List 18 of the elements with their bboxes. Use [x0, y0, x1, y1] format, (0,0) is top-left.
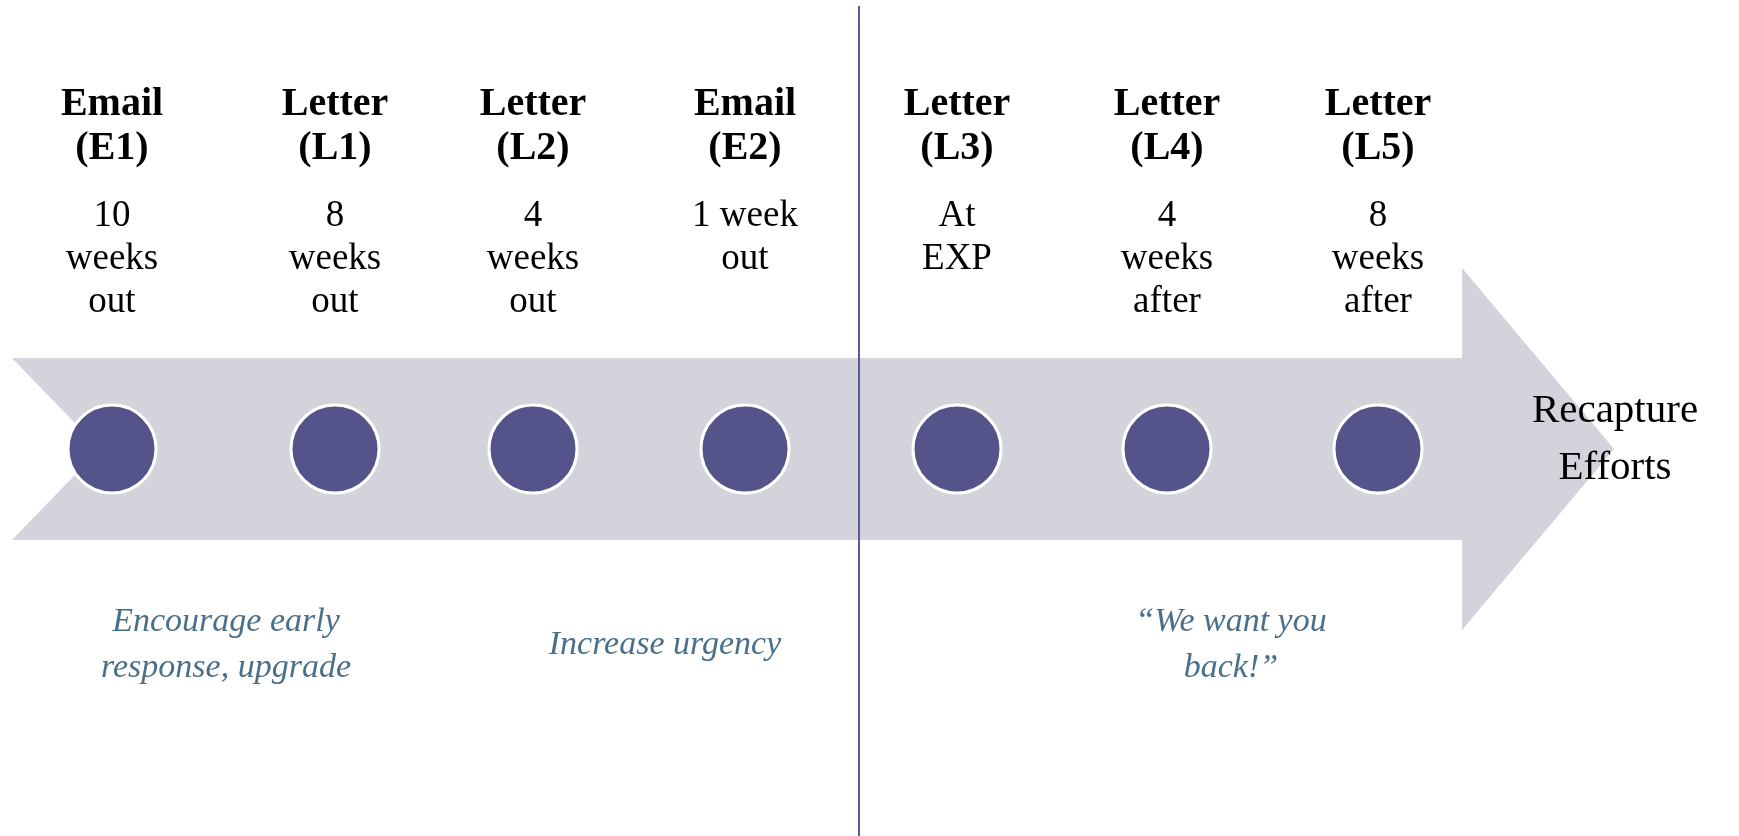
timing-text: 10 weeks out [64, 192, 160, 321]
timing-text: 8 weeks after [1330, 192, 1426, 321]
milestone-heading: Letter (L2) [478, 80, 588, 168]
goal-note: Encourage early response, upgrade [100, 600, 352, 686]
timing-text: 8 weeks out [287, 192, 383, 321]
timing-text: 4 weeks out [485, 192, 581, 321]
goal-note: “We want you back!” [1134, 600, 1328, 686]
milestone-heading: Letter (L1) [280, 80, 390, 168]
milestone-heading: Letter (L3) [902, 80, 1012, 168]
milestone-heading: Letter (L5) [1323, 80, 1433, 168]
milestone-heading: Letter (L4) [1112, 80, 1222, 168]
goal-note: Increase urgency [547, 623, 783, 663]
milestone-heading: Email (E2) [692, 80, 798, 168]
timing-text: 1 week out [691, 192, 799, 278]
milestone-heading: Email (E1) [59, 80, 165, 168]
timing-text: 4 weeks after [1119, 192, 1215, 321]
arrow-label: Recapture Efforts [1530, 384, 1700, 490]
timing-text: At EXP [921, 192, 993, 278]
